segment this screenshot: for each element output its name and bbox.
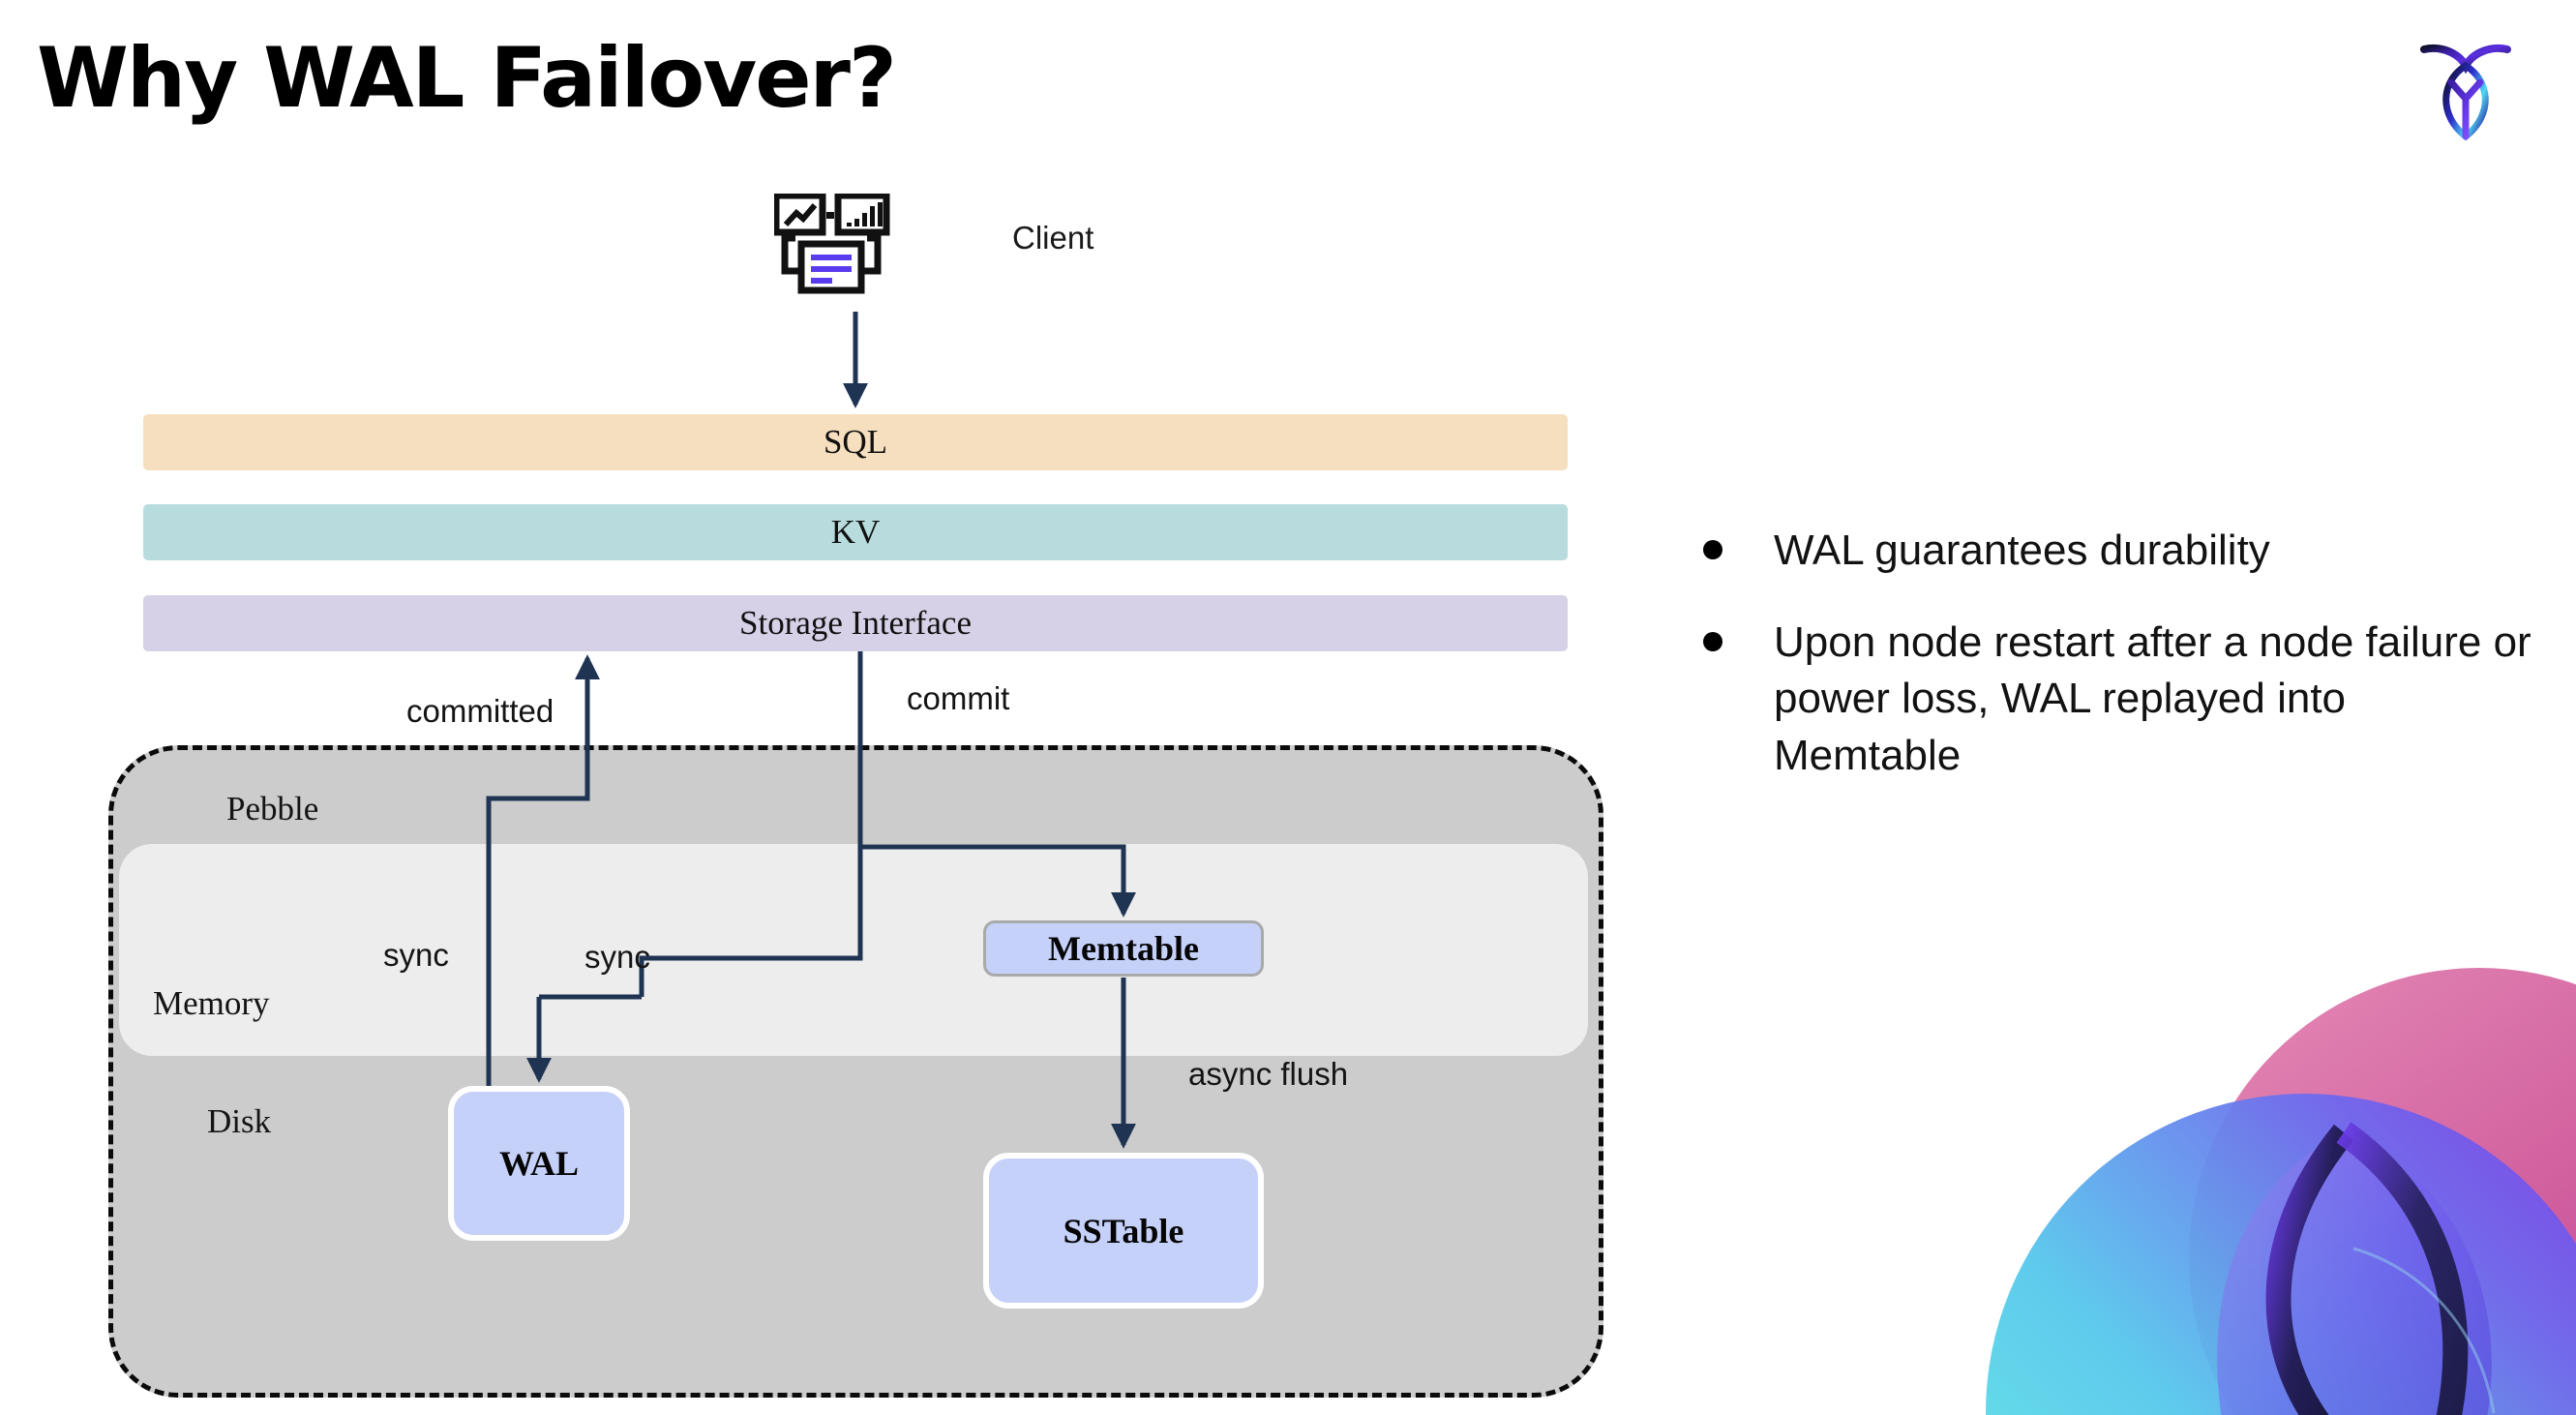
pebble-label: Pebble [226,790,319,828]
layer-bar-storage-interface-label: Storage Interface [739,604,972,642]
bullet-list: WAL guarantees durability Upon node rest… [1703,523,2535,819]
node-wal[interactable]: WAL [448,1086,630,1241]
page-title: Why WAL Failover? [37,30,897,127]
node-sstable-label: SSTable [1063,1211,1184,1250]
diagram-edges [486,312,1136,1149]
client-label: Client [1012,220,1094,256]
disk-label: Disk [207,1102,272,1140]
bullet-dot-icon [1703,631,1722,651]
bullet-text: WAL guarantees durability [1774,527,2270,574]
memory-label: Memory [153,984,270,1022]
edge-label-sync-b: sync [584,939,650,975]
layer-bar-sql: SQL [143,414,1568,470]
layer-bar-storage-interface: Storage Interface [143,595,1568,651]
edge-label-committed: committed [406,693,554,729]
node-sstable[interactable]: SSTable [983,1153,1264,1309]
list-item: WAL guarantees durability [1703,523,2535,580]
cockroachdb-decorative-circles-icon [1937,910,2576,1415]
edge-label-async-flush: async flush [1188,1056,1349,1092]
memory-region [119,844,1588,1056]
node-wal-label: WAL [498,1144,580,1183]
cockroachdb-logo-icon [2403,27,2529,143]
edge-label-sync-a: sync [383,937,449,973]
node-memtable[interactable]: Memtable [983,920,1264,977]
layer-bar-kv-label: KV [830,513,881,551]
layer-bar-sql-label: SQL [823,423,888,461]
node-memtable-label: Memtable [1048,929,1199,968]
list-item: Upon node restart after a node failure o… [1703,615,2535,785]
bullet-dot-icon [1703,540,1722,559]
bullet-text: Upon node restart after a node failure o… [1774,617,2531,779]
edge-label-commit: commit [907,680,1010,716]
client-dashboard-icon [772,192,929,310]
architecture-diagram: Client SQL KV Storage Interface Pebble M… [108,192,1603,1398]
layer-bar-kv: KV [143,504,1568,560]
